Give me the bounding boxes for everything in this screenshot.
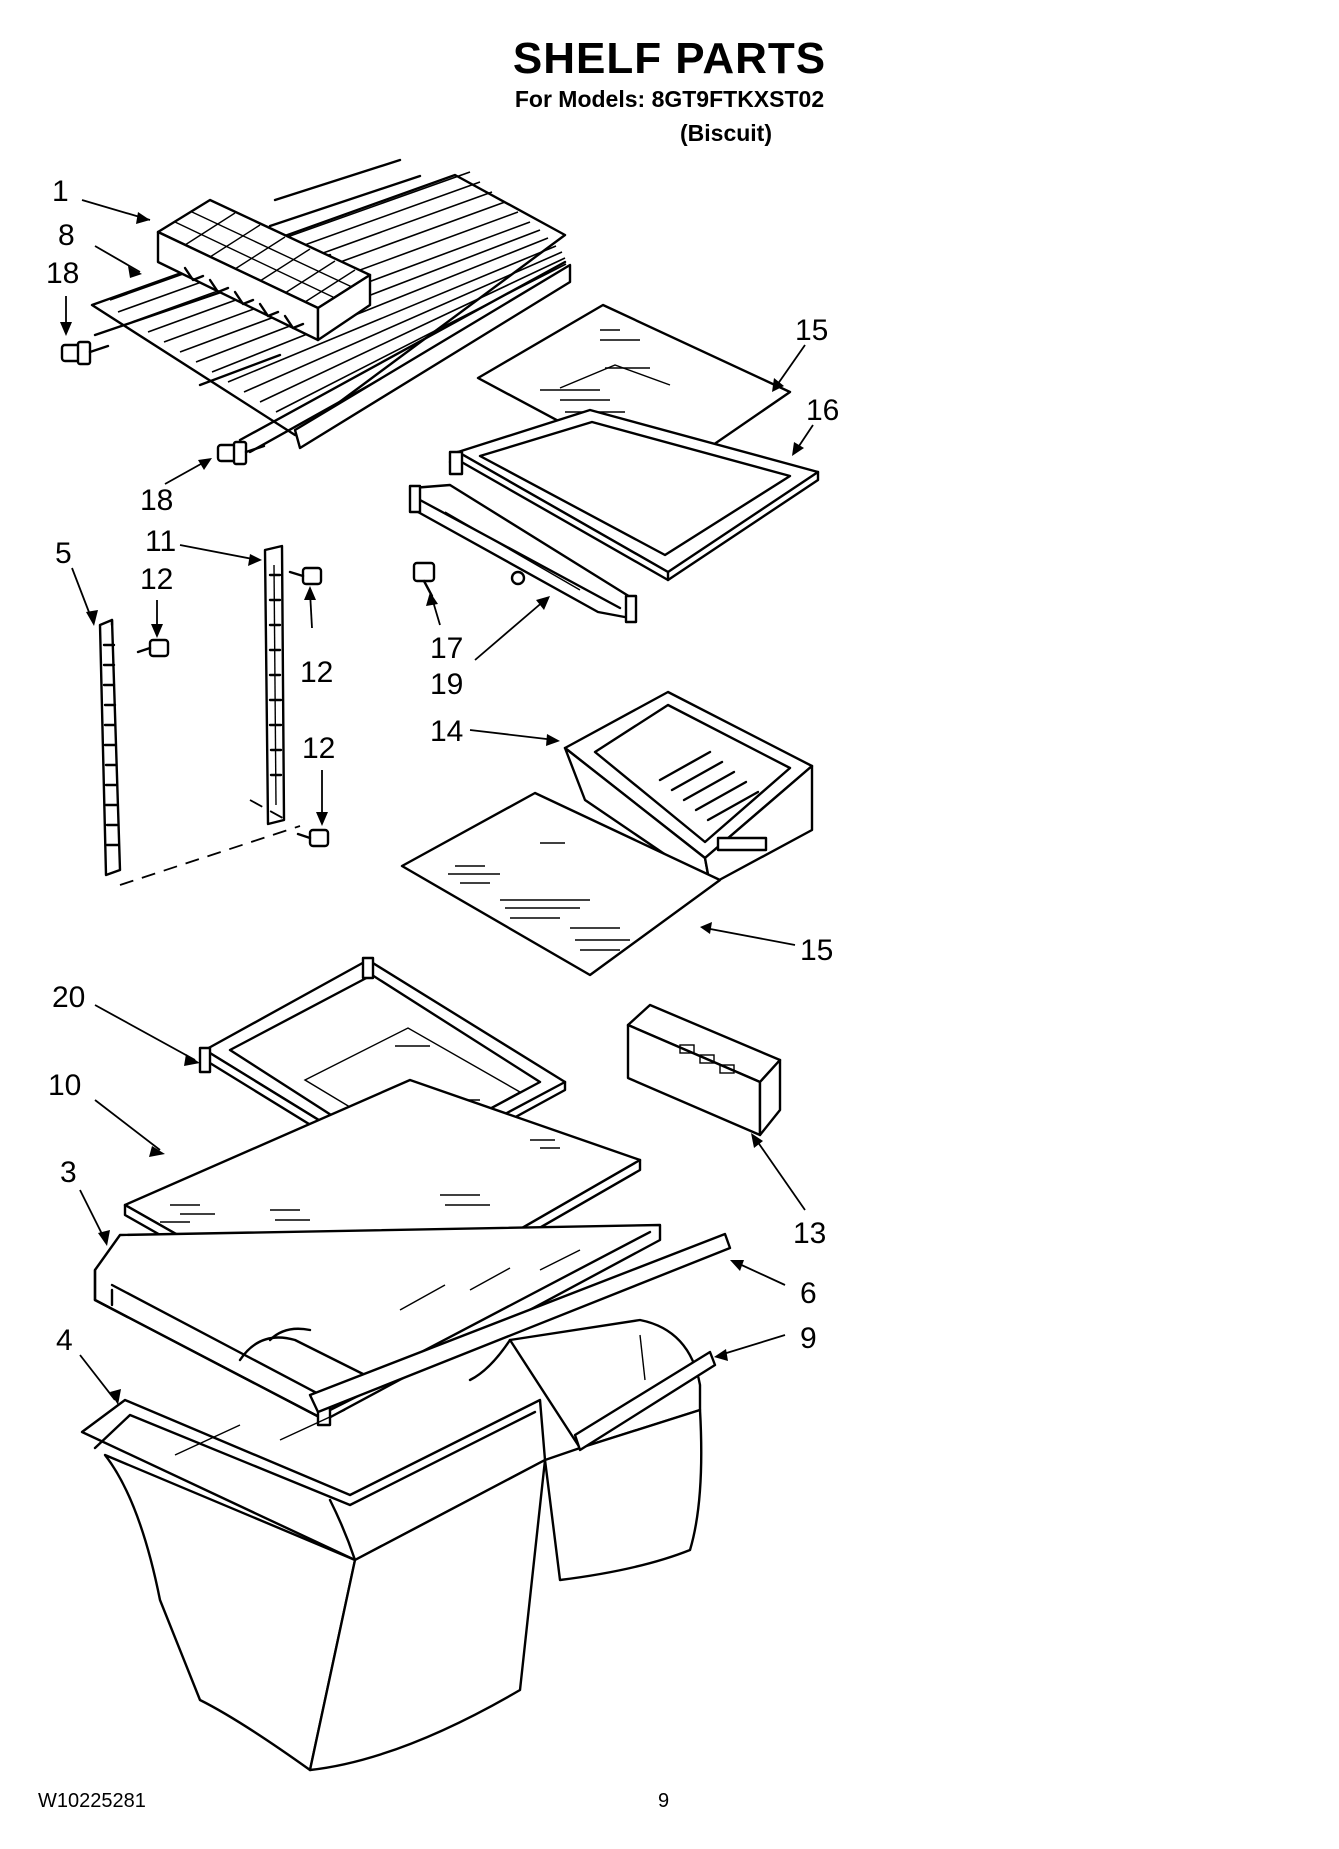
shelf-stud-part-18-bottom <box>216 440 266 466</box>
screw-part-12-right-bottom <box>296 828 330 848</box>
callout-6: 6 <box>800 1277 817 1310</box>
callout-15-middle: 15 <box>800 934 833 967</box>
models-line: For Models: 8GT9FTKXST02 <box>514 86 825 112</box>
shelf-stud-part-18-top <box>60 340 110 366</box>
clip-part-17 <box>412 561 436 598</box>
callout-4: 4 <box>56 1324 73 1357</box>
callout-14: 14 <box>430 715 463 748</box>
callout-12-left: 12 <box>140 563 173 596</box>
shelf-ladder-part-11 <box>263 544 286 826</box>
crisper-drawer-part-4 <box>80 1398 547 1772</box>
callout-3: 3 <box>60 1156 77 1189</box>
callout-13: 13 <box>793 1217 826 1250</box>
front-rail-part-19 <box>408 483 638 624</box>
callout-19: 19 <box>430 668 463 701</box>
callout-18-bottom: 18 <box>140 484 173 517</box>
crisper-pan-part-14 <box>563 690 814 887</box>
callout-20: 20 <box>52 981 85 1014</box>
crisper-shelf-frame-part-3 <box>93 1223 662 1427</box>
callout-12-right-top: 12 <box>300 656 333 689</box>
shelf-ladder-part-5 <box>98 618 122 877</box>
callout-11: 11 <box>145 525 176 558</box>
callout-8: 8 <box>58 219 75 252</box>
page-title: SHELF PARTS <box>512 34 827 83</box>
assembly-line-2 <box>249 799 291 823</box>
callout-18-top: 18 <box>46 257 79 290</box>
callout-1: 1 <box>52 175 69 208</box>
document-number: W10225281 <box>38 1790 146 1812</box>
crisper-drawer-part-9 <box>468 1318 717 1582</box>
callout-10: 10 <box>48 1069 81 1102</box>
color-line: (Biscuit) <box>680 120 772 146</box>
callout-16: 16 <box>806 394 839 427</box>
callout-9: 9 <box>800 1322 817 1355</box>
callout-arrows <box>60 199 814 1405</box>
assembly-line <box>119 825 301 886</box>
crisper-cover-frame-part-16 <box>448 408 820 582</box>
utility-bin-part-13 <box>626 1003 782 1137</box>
glass-shelf-part-15-middle <box>400 791 722 977</box>
callout-12-right-bottom: 12 <box>302 732 335 765</box>
callout-17: 17 <box>430 632 463 665</box>
callout-5: 5 <box>55 537 72 570</box>
screw-part-12-left <box>136 638 170 658</box>
page-number: 9 <box>658 1790 670 1812</box>
screw-part-12-right-top <box>288 566 323 586</box>
front-trim-part-6 <box>308 1232 732 1414</box>
ice-tray-part-1 <box>156 198 372 342</box>
callout-15-top: 15 <box>795 314 828 347</box>
